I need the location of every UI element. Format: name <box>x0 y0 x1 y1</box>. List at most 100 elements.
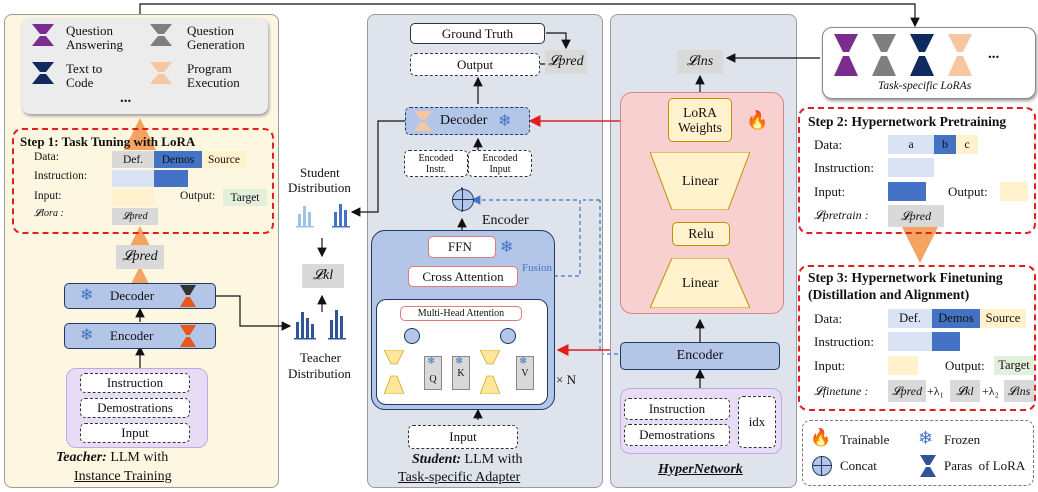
step1-input-label: Input: <box>34 190 62 202</box>
times-n-label: × N <box>556 372 576 387</box>
task-ellipsis: ... <box>120 90 132 106</box>
step1-loss-cell: 𝓛pred <box>112 208 158 225</box>
teacher-instruction-box: Instruction <box>80 373 190 393</box>
step2-instruction-cell <box>888 158 934 177</box>
lora-hourglass-icon <box>920 455 936 477</box>
linear-top-shape <box>650 152 750 210</box>
concat-icon <box>812 456 832 476</box>
step2-cell-a: a <box>888 135 934 154</box>
snowflake-icon: ❄ <box>80 287 94 304</box>
step1-demos-cell: Demos <box>154 151 202 168</box>
task-exec-line1: Program <box>187 61 232 76</box>
concat-icon <box>500 328 516 344</box>
lora-hourglass-icon <box>150 24 172 46</box>
step1-box <box>12 128 274 234</box>
step2-loss-cell: 𝓛pred <box>888 205 944 227</box>
step2-title: Step 2: Hypernetwork Pretraining <box>808 114 1007 129</box>
lora-hourglass-icon <box>32 62 54 84</box>
legend-concat: Concat <box>840 458 877 473</box>
step3-loss-kl: 𝓛kl <box>950 380 980 402</box>
task-qa-line1: Question <box>66 23 113 38</box>
concat-icon-v <box>462 190 463 210</box>
cross-attention-box: Cross Attention <box>408 266 518 287</box>
teacher-loss-pred: 𝓛pred <box>116 245 164 269</box>
linear-bottom-shape <box>650 258 750 308</box>
hypernet-demostrations-box: Demostrations <box>624 424 730 446</box>
student-caption-line2: Task-specific Adapter <box>398 470 521 485</box>
linear-bottom-label: Linear <box>682 276 719 291</box>
step1-input-cell <box>112 189 154 206</box>
step1-title: Step 1: Task Tuning with LoRA <box>20 134 196 149</box>
step3-box <box>798 265 1036 411</box>
linear-top-label: Linear <box>682 174 719 189</box>
step1-def-cell: Def. <box>112 151 154 168</box>
flame-icon: 🔥 <box>810 428 832 447</box>
step3-lambda1: +λ₁ <box>927 384 944 398</box>
concat-icon <box>404 328 420 344</box>
step2-loss-label: 𝓛pretrain : <box>814 208 869 222</box>
lora-hourglass-icon <box>180 285 196 307</box>
task-loras-caption: Task-specific LoRAs <box>878 80 972 92</box>
task-qa-line2: Answering <box>66 37 124 52</box>
teacher-demostrations-box: Demostrations <box>80 398 190 418</box>
snowflake-icon: ❄ <box>80 327 94 344</box>
lora-hourglass-icon <box>910 34 934 76</box>
step3-loss-label: 𝓛finetune : <box>814 384 869 398</box>
snowflake-icon: ❄ <box>498 113 512 130</box>
flame-icon: 🔥 <box>746 110 769 130</box>
task-qg-line2: Generation <box>187 37 245 52</box>
snowflake-icon: ❄ <box>427 356 436 367</box>
task-qg-line1: Question <box>187 23 234 38</box>
legend-paras: Paras of LoRA <box>944 458 1026 473</box>
snowflake-icon: ❄ <box>519 356 528 367</box>
step1-data-label: Data: <box>34 151 59 163</box>
teacher-distribution-line2: Distribution <box>288 366 351 381</box>
step3-title: Step 3: Hypernetwork Finetuning <box>808 270 1003 285</box>
ground-truth-box: Ground Truth <box>410 23 545 44</box>
student-decoder-label: Decoder <box>440 113 488 128</box>
ffn-box <box>428 236 496 258</box>
step2-data-label: Data: <box>814 137 843 152</box>
task-code-line1: Text to <box>66 61 103 76</box>
step3-lambda2: +λ₂ <box>982 384 999 398</box>
step2-box <box>798 107 1036 234</box>
teacher-encoder-label: Encoder <box>110 328 154 343</box>
snowflake-icon: ❄ <box>918 428 934 448</box>
lora-hourglass-icon <box>384 350 404 394</box>
snowflake-icon: ❄ <box>500 239 514 256</box>
task-exec-line2: Execution <box>187 75 240 90</box>
step1-instruction-label: Instruction: <box>34 170 88 182</box>
hypernet-instruction-box: Instruction <box>624 398 730 420</box>
k-box: K <box>452 356 470 390</box>
step3-instruction-label: Instruction: <box>814 334 874 349</box>
step1-loss-label: 𝓛lora : <box>34 208 64 219</box>
legend-trainable: Trainable <box>840 432 890 447</box>
step2-output-cell <box>1000 182 1028 201</box>
concat-icon-h <box>813 465 831 466</box>
lora-hourglass-icon <box>414 111 432 131</box>
mha-box: Multi-Head Attention <box>400 306 522 321</box>
step2-input-label: Input: <box>814 184 846 199</box>
student-distribution-bars <box>296 204 350 228</box>
teacher-distribution-line1: Teacher <box>300 350 341 365</box>
lora-hourglass-icon <box>480 350 500 394</box>
step3-source-cell: Source <box>980 309 1026 328</box>
student-loss-pred: 𝓛pred <box>545 50 587 74</box>
teacher-input-box: Input <box>80 423 190 443</box>
step3-instruction-cell-a <box>888 332 932 351</box>
student-caption-line1: Student: LLM with <box>412 452 523 467</box>
step2-cell-b: b <box>934 135 956 154</box>
step1-source-cell: Source <box>202 151 246 168</box>
step3-data-label: Data: <box>814 311 843 326</box>
concat-icon <box>452 189 474 211</box>
ffn-label: FFN <box>448 239 472 254</box>
teacher-caption-line1: Teacher: LLM with <box>56 450 169 465</box>
teacher-decoder-label: Decoder <box>110 288 155 303</box>
step1-output-label: Output: <box>180 190 216 202</box>
q-box: Q <box>424 356 442 390</box>
v-box: V <box>516 356 534 390</box>
